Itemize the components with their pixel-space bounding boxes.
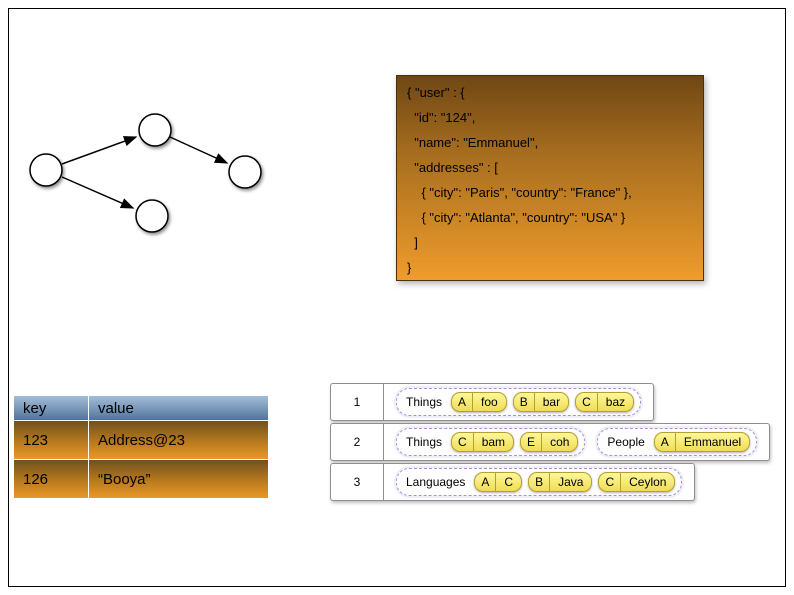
json-line: { "city": "Atlanta", "country": "USA" } — [407, 210, 626, 225]
column-family-label: Things — [406, 395, 443, 409]
graph-node — [228, 155, 262, 189]
kv-cell-value: Address@23 — [89, 421, 268, 459]
graph-nodes — [29, 113, 262, 233]
cell-pill: A Emmanuel — [653, 432, 751, 452]
cell-key: B — [529, 473, 551, 491]
kv-header-key: key — [14, 396, 88, 420]
cell-value: foo — [481, 395, 498, 409]
key-value-table: key value 123 Address@23 126 “Booya” — [14, 396, 268, 498]
graph-edge — [61, 136, 138, 165]
column-family-group: People A Emmanuel — [597, 428, 758, 456]
cell-value: Ceylon — [629, 475, 667, 489]
cell-value: Java — [558, 475, 584, 489]
cell-value: bam — [481, 435, 506, 449]
column-family-label: Languages — [406, 475, 466, 489]
cell-key: C — [599, 473, 622, 491]
row-number: 3 — [331, 464, 384, 500]
graph-node — [29, 153, 63, 187]
column-family-label: Things — [406, 435, 443, 449]
json-line: } — [407, 260, 412, 275]
cell-key: E — [521, 433, 543, 451]
kv-cell-key: 123 — [14, 421, 88, 459]
json-line: { "user" : { — [407, 85, 465, 100]
cell-value: coh — [550, 435, 570, 449]
cell-value: C — [504, 475, 514, 489]
kv-cell-value: “Booya” — [89, 460, 268, 498]
graph-diagram — [29, 113, 262, 233]
kv-header-value: value — [89, 396, 268, 420]
json-document-box: { "user" : { "id": "124", "name": "Emman… — [396, 75, 704, 281]
json-code: { "user" : { "id": "124", "name": "Emman… — [407, 80, 693, 280]
cell-key: A — [655, 433, 676, 451]
graph-edge — [61, 176, 135, 209]
row-number: 1 — [331, 384, 384, 420]
cell-value: baz — [605, 395, 626, 409]
graph-node — [138, 113, 172, 147]
graph-edges — [61, 136, 229, 209]
kv-cell-key: 126 — [14, 460, 88, 498]
cell-value: bar — [542, 395, 561, 409]
graph-node — [135, 199, 169, 233]
graph-edge — [169, 136, 229, 164]
json-line: "addresses" : [ — [407, 160, 498, 175]
json-line: "id": "124", — [407, 110, 476, 125]
slide-border — [8, 8, 786, 587]
cell-value: Emmanuel — [683, 435, 742, 449]
cell-pill: C Ceylon — [598, 472, 676, 492]
cell-key: C — [576, 393, 598, 411]
json-line: ] — [407, 235, 418, 250]
cell-key: C — [452, 433, 474, 451]
json-line: "name": "Emmanuel", — [407, 135, 539, 150]
cell-key: A — [475, 473, 497, 491]
row-number: 2 — [331, 424, 384, 460]
column-family-label: People — [607, 435, 645, 449]
cell-key: B — [514, 393, 535, 411]
json-line: { "city": "Paris", "country": "France" }… — [407, 185, 632, 200]
cell-pill: B Java — [528, 472, 593, 492]
cell-key: A — [452, 393, 474, 411]
